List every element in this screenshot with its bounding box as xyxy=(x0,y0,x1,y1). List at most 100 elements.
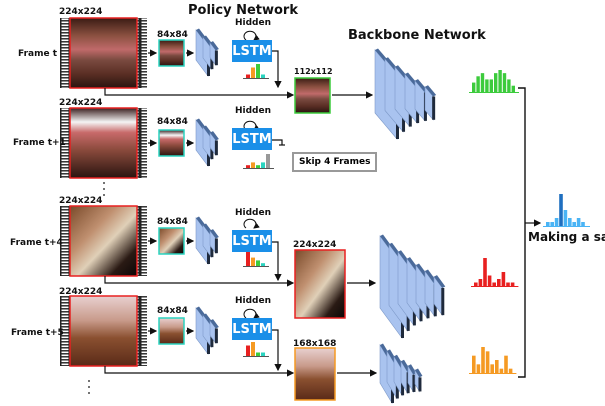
output-hist-bar xyxy=(498,70,502,92)
lstm-output-arrow xyxy=(272,329,282,372)
policy-hist-bar xyxy=(251,162,255,168)
backbone-size-label: 112x112 xyxy=(294,67,333,76)
backbone-size-label: 224x224 xyxy=(293,240,337,250)
policy-hist-bar xyxy=(256,260,260,266)
frame-resize-arrow xyxy=(104,366,295,377)
output-hist-bar xyxy=(497,279,501,286)
backbone-input-image xyxy=(294,249,346,319)
policy-conv-layer-edge xyxy=(214,328,218,344)
ellipsis-dot xyxy=(88,380,90,382)
output-hist-bar xyxy=(476,364,481,373)
policy-input-image xyxy=(158,129,185,157)
policy-hist-bar xyxy=(266,154,270,168)
ellipsis-dot xyxy=(103,182,105,184)
hidden-label: Hidden xyxy=(235,18,272,28)
lstm-block: LSTM xyxy=(232,128,272,150)
frame-resize-arrow xyxy=(104,88,295,99)
policy-hist-bar xyxy=(251,67,255,78)
lstm-block: LSTM xyxy=(232,230,272,252)
ellipsis-dot xyxy=(103,194,105,196)
input-size-label: 224x224 xyxy=(59,287,103,297)
recurrent-loop-icon xyxy=(243,30,260,41)
hidden-label: Hidden xyxy=(235,208,272,218)
output-hist-bar xyxy=(485,351,490,373)
lstm-output-line xyxy=(272,139,283,145)
policy-size-label: 84x84 xyxy=(157,117,188,127)
backbone-conv-layer-top xyxy=(415,368,423,378)
frame-resize-arrow xyxy=(104,276,295,287)
policy-hist-bar xyxy=(256,64,260,78)
frame-label: Frame t+4 xyxy=(10,238,63,248)
policy-hist-bar xyxy=(246,252,250,266)
input-frame-image xyxy=(69,107,138,179)
policy-conv-layer-top xyxy=(210,41,219,51)
lstm-output-arrow xyxy=(272,50,282,89)
input-frame-image xyxy=(69,205,138,277)
input-frame-image xyxy=(69,295,138,367)
output-hist-bar xyxy=(476,76,480,92)
result-hist-bar xyxy=(563,210,568,226)
output-hist-bar xyxy=(492,282,496,286)
output-hist-bar xyxy=(495,360,499,373)
backbone-conv-layer-top xyxy=(434,275,446,288)
policy-input-image xyxy=(158,227,185,255)
frame-label: Frame t xyxy=(18,49,58,59)
frame-label: Frame t+1 xyxy=(13,138,66,148)
policy-hist-bar xyxy=(256,165,260,168)
lstm-output-arrow xyxy=(272,241,282,282)
output-hist-bar xyxy=(478,279,483,286)
policy-hist-bar xyxy=(246,74,250,78)
output-hist-bar xyxy=(508,368,513,373)
policy-hist-bar xyxy=(256,352,260,356)
output-hist-bar xyxy=(480,73,485,92)
input-size-label: 224x224 xyxy=(59,98,103,108)
policy-size-label: 84x84 xyxy=(157,306,188,316)
result-hist-bar xyxy=(554,218,559,226)
output-hist-bar xyxy=(472,82,476,92)
policy-size-label: 84x84 xyxy=(157,217,188,227)
ellipsis-dot xyxy=(88,392,90,394)
output-hist-bar xyxy=(502,73,507,92)
policy-input-image xyxy=(158,317,185,345)
policy-conv-layer-edge xyxy=(214,50,218,66)
input-size-label: 224x224 xyxy=(59,196,103,206)
result-hist-bar xyxy=(581,222,585,226)
frame-label: Frame t+5 xyxy=(11,328,64,338)
ellipsis-dot xyxy=(88,386,90,388)
policy-conv-layer-edge xyxy=(214,140,218,156)
skip-frames-box: Skip 4 Frames xyxy=(292,152,378,172)
backbone-conv-layer-edge xyxy=(441,287,445,316)
output-hist-bar xyxy=(504,355,508,373)
result-hist-bar xyxy=(572,222,576,226)
recurrent-loop-icon xyxy=(243,308,260,319)
backbone-conv-layer-edge xyxy=(418,377,422,392)
lstm-block: LSTM xyxy=(232,40,272,62)
ellipsis-dot xyxy=(103,188,105,190)
policy-hist-bar xyxy=(246,345,250,356)
output-hist-bar xyxy=(481,347,485,373)
output-hist-bar xyxy=(494,73,498,92)
result-label: Making a sandwich xyxy=(528,230,605,244)
output-hist-bar xyxy=(499,368,504,373)
policy-input-image xyxy=(158,39,185,67)
output-hist-bar xyxy=(474,282,478,286)
output-hist-bar xyxy=(511,85,515,92)
policy-conv-layer-top xyxy=(210,229,219,239)
backbone-size-label: 168x168 xyxy=(293,339,337,349)
output-hist-bar xyxy=(487,275,492,286)
output-hist-bar xyxy=(490,364,494,373)
hidden-label: Hidden xyxy=(235,296,272,306)
policy-hist-bar xyxy=(246,165,250,168)
recurrent-loop-icon xyxy=(243,218,260,229)
hidden-label: Hidden xyxy=(235,106,272,116)
result-hist-bar xyxy=(550,222,554,226)
output-hist-bar xyxy=(485,79,489,92)
input-frame-image xyxy=(69,17,138,89)
policy-hist-bar xyxy=(251,257,255,266)
policy-hist-bar xyxy=(261,263,265,266)
policy-hist-bar xyxy=(261,352,265,356)
output-hist-bar xyxy=(510,282,515,286)
backbone-input-image xyxy=(294,77,331,114)
